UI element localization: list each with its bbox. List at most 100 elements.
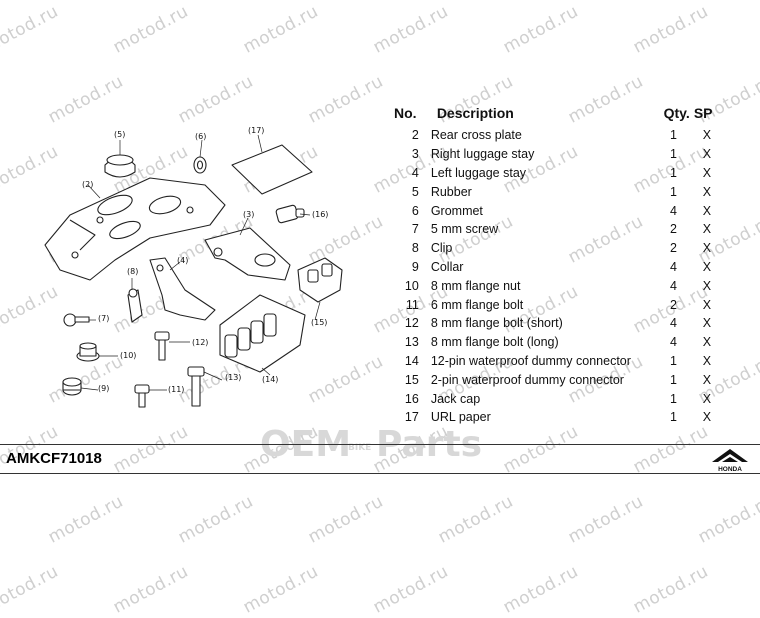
cell-qty: 4 — [670, 259, 677, 274]
table-row: 3 Right luggage stay 1 X — [388, 145, 720, 164]
right-luggage-stay-shape — [204, 227, 291, 281]
callout-14: (14) — [262, 375, 279, 384]
cell-description: 2-pin waterproof dummy connector — [430, 372, 624, 387]
table-row: 7 5 mm screw 2 X — [388, 220, 720, 239]
callout-9: (9) — [98, 384, 110, 393]
callout-10: (10) — [120, 351, 137, 360]
cell-sp: X — [702, 391, 712, 406]
bolt-shape — [134, 384, 150, 394]
cell-no: 3 — [411, 147, 419, 162]
brand-name: HONDA — [718, 466, 742, 473]
watermark-text: motod.ru — [695, 491, 760, 548]
cell-description: Rear cross plate — [430, 128, 522, 143]
callout-5: (5) — [114, 130, 126, 139]
cell-qty: 1 — [670, 165, 677, 180]
jack-cap-shape — [275, 204, 299, 224]
cell-no: 7 — [411, 222, 419, 237]
cell-description: 12-pin waterproof dummy connector — [430, 353, 631, 368]
table-header-row: No. Description Qty. SP — [388, 104, 720, 126]
cell-qty: 4 — [670, 278, 677, 293]
cell-no: 9 — [411, 259, 419, 274]
cell-sp: X — [702, 184, 712, 199]
cell-sp: X — [702, 259, 712, 274]
cell-description: 8 mm flange bolt (short) — [430, 316, 563, 331]
cell-description: Jack cap — [430, 391, 481, 406]
cell-description: Right luggage stay — [430, 147, 535, 162]
footer-bar: AMKCF71018 HONDA — [0, 444, 760, 474]
table-row: 6 Grommet 4 X — [388, 201, 720, 220]
cell-no: 4 — [411, 165, 419, 180]
cell-qty: 4 — [670, 316, 677, 331]
cell-qty: 1 — [670, 372, 677, 387]
cell-qty: 4 — [670, 335, 677, 350]
cell-sp: X — [702, 165, 712, 180]
cell-sp: X — [702, 410, 712, 425]
watermark-text: motod.ru — [110, 1, 192, 58]
cell-sp: X — [702, 203, 712, 218]
cell-description: Left luggage stay — [430, 165, 527, 180]
cell-sp: X — [702, 241, 712, 256]
callout-11: (11) — [168, 385, 185, 394]
cell-sp: X — [702, 147, 712, 162]
callout-13: (13) — [225, 373, 242, 382]
cell-qty: 2 — [670, 297, 677, 312]
callout-6: (6) — [195, 132, 207, 141]
watermark-text: motod.ru — [565, 491, 647, 548]
table-row: 17 URL paper 1 X — [388, 408, 720, 427]
two-pin-connector-shape — [297, 257, 343, 303]
bolt-short-shape — [154, 331, 170, 341]
watermark-text: motod.ru — [435, 491, 517, 548]
watermark-text: motod.ru — [0, 1, 62, 58]
cell-description: 6 mm flange bolt — [430, 297, 524, 312]
cell-sp: X — [702, 372, 712, 387]
cell-description: 5 mm screw — [430, 222, 499, 237]
cell-sp: X — [702, 222, 712, 237]
cell-no: 17 — [404, 410, 419, 425]
cell-no: 13 — [404, 335, 419, 350]
cell-qty: 1 — [670, 128, 677, 143]
cell-no: 8 — [411, 241, 419, 256]
cell-qty: 1 — [670, 391, 677, 406]
table-row: 15 2-pin waterproof dummy connector 1 X — [388, 370, 720, 389]
logo-bike-text: BIKE — [348, 443, 371, 453]
bolt-long-shape — [187, 366, 205, 377]
callout-17: (17) — [248, 126, 265, 135]
cell-no: 15 — [404, 372, 419, 387]
cell-no: 6 — [411, 203, 419, 218]
cell-description: Grommet — [430, 203, 483, 218]
callout-4: (4) — [177, 256, 189, 265]
cell-description: URL paper — [430, 410, 491, 425]
screw-shape — [63, 313, 77, 327]
cell-qty: 1 — [670, 410, 677, 425]
cell-qty: 2 — [670, 222, 677, 237]
callout-2: (2) — [82, 180, 94, 189]
cell-no: 10 — [404, 278, 419, 293]
watermark-text: motod.ru — [370, 1, 452, 58]
cell-sp: X — [702, 335, 712, 350]
honda-wing-icon — [712, 449, 748, 462]
callout-12: (12) — [192, 338, 209, 347]
url-paper-shape — [231, 144, 313, 195]
parts-diagram: (5) (6) (17) (2) (3) (16) (4) (8) (7) (1… — [0, 110, 380, 440]
watermark-text: motod.ru — [500, 1, 582, 58]
header-sp: SP — [693, 105, 713, 121]
honda-logo: HONDA — [708, 446, 752, 473]
table-row: 4 Left luggage stay 1 X — [388, 164, 720, 183]
cell-qty: 1 — [670, 353, 677, 368]
watermark-text: motod.ru — [175, 491, 257, 548]
cell-sp: X — [702, 297, 712, 312]
watermark-text: motod.ru — [240, 1, 322, 58]
cell-qty: 4 — [670, 203, 677, 218]
cell-sp: X — [702, 353, 712, 368]
cell-qty: 1 — [670, 147, 677, 162]
